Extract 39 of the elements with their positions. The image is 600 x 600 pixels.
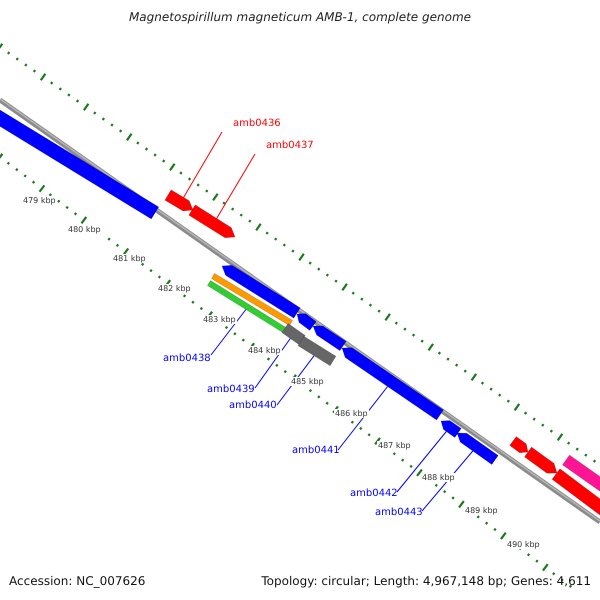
gene-label: amb0438 [163, 353, 211, 364]
gene-bar [188, 204, 236, 238]
scale-label: 490 kbp [506, 540, 541, 549]
leader-line [396, 431, 447, 492]
gene-bar [440, 420, 462, 438]
gene-label: amb0440 [229, 400, 277, 411]
gene-bar [509, 436, 528, 454]
scale-label: 480 kbp [67, 225, 102, 234]
gene-bar [296, 313, 317, 331]
gene-label: amb0442 [350, 488, 398, 499]
gene-label: amb0436 [233, 118, 281, 129]
scale-label: 483 kbp [202, 315, 237, 324]
scale-label: 489 kbp [464, 506, 499, 515]
scale-label: 485 kbp [290, 377, 325, 386]
gene-bar [456, 432, 499, 465]
scale-label: 486 kbp [334, 409, 369, 418]
scale-label: 487 kbp [377, 441, 412, 450]
gene-bar [524, 446, 558, 474]
leader-line [254, 338, 291, 388]
scale-label: 484 kbp [247, 346, 282, 355]
gene-bar [281, 323, 306, 345]
leader-line [216, 154, 256, 219]
scale-label: 479 kbp [22, 196, 57, 205]
gene-label: amb0443 [375, 507, 423, 518]
gene-bar [298, 336, 336, 366]
gene-label: amb0437 [266, 140, 314, 151]
accession-text: Accession: NC_007626 [9, 574, 146, 588]
leader-line [210, 309, 246, 356]
leader-line [338, 386, 388, 450]
leader-line [183, 132, 222, 198]
gene-label: amb0439 [207, 384, 255, 395]
gene-bar [312, 326, 347, 352]
gene-bar [164, 189, 194, 212]
title: Magnetospirillum magneticum AMB-1, complete genome [128, 10, 472, 24]
scale-label: 482 kbp [157, 284, 192, 293]
scale-label: 481 kbp [112, 254, 147, 263]
scale-label: 488 kbp [421, 473, 456, 482]
gene-label: amb0441 [292, 445, 340, 456]
genome-info-text: Topology: circular; Length: 4,967,148 bp; Genes: 4,611 [261, 574, 591, 588]
